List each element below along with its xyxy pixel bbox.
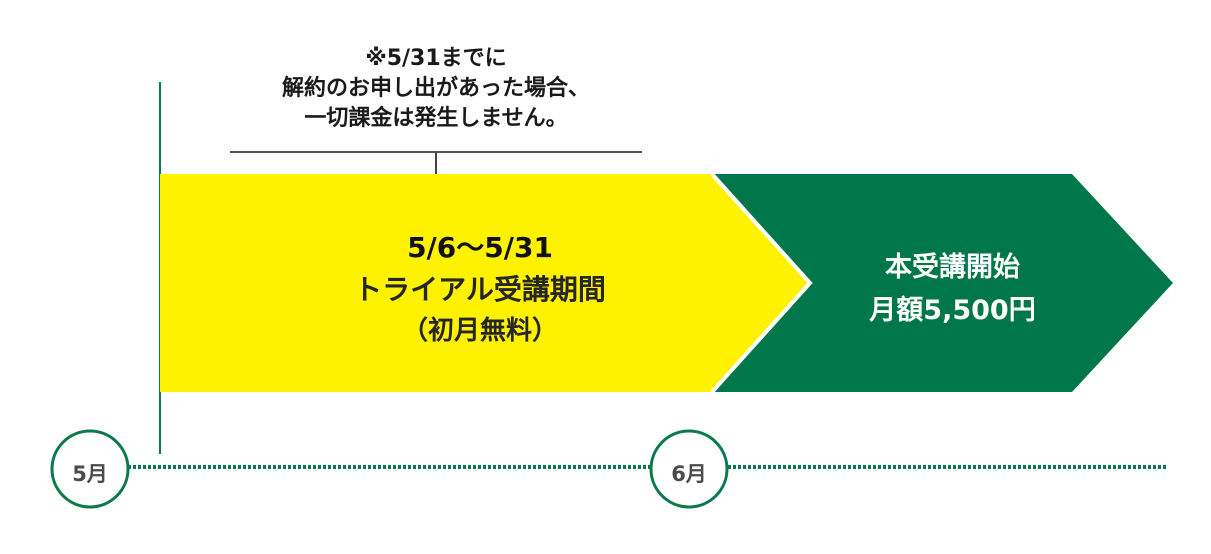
month-label-june: 6月 [671, 462, 707, 486]
trial-date-range: 5/6〜5/31 [407, 231, 553, 264]
main-course-title: 本受講開始 [885, 252, 1020, 283]
note-line-3: 一切課金は発生しません。 [304, 106, 568, 131]
note-line-1: ※5/31までに [365, 46, 507, 71]
main-course-price: 月額5,500円 [869, 295, 1036, 326]
trial-subtitle: （初月無料） [401, 316, 558, 346]
month-circle-june [649, 429, 729, 509]
trial-title: トライアル受講期間 [354, 273, 606, 306]
month-circle-may [50, 429, 130, 509]
arrow-separator [710, 172, 813, 394]
trial-arrow [160, 174, 810, 392]
month-label-may: 5月 [72, 462, 108, 486]
note-line-2: 解約のお申し出があった場合、 [281, 76, 590, 101]
main-course-arrow [712, 174, 1173, 392]
